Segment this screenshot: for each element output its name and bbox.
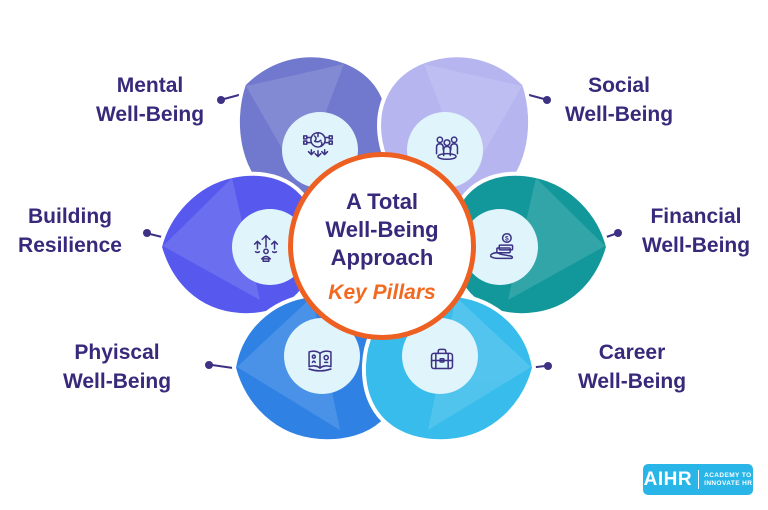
center-title-line1: A Total bbox=[345, 188, 419, 214]
connector-dot-physical bbox=[205, 361, 213, 369]
label-mental-wellbeing: Mental Well-Being bbox=[50, 71, 250, 129]
petal-highlight bbox=[424, 64, 522, 180]
growth-arrows-icon bbox=[253, 234, 279, 263]
label-career-wellbeing: Career Well-Being bbox=[532, 338, 732, 396]
label-line: Financial bbox=[650, 205, 742, 228]
center-title-line2: Well-Being bbox=[325, 216, 439, 242]
label-line: Phyiscal bbox=[74, 341, 160, 364]
connector-dot-resilience bbox=[143, 229, 151, 237]
label-line: Building bbox=[28, 205, 112, 228]
label-line: Well-Being bbox=[577, 370, 687, 393]
label-line: Mental bbox=[116, 74, 184, 97]
people-group-icon bbox=[435, 136, 459, 161]
brain-network-icon bbox=[302, 131, 334, 158]
aihr-logo: AIHR ACADEMY TO INNOVATE HR bbox=[643, 464, 753, 495]
logo-divider bbox=[698, 470, 700, 489]
label-physical-wellbeing: Phyiscal Well-Being bbox=[17, 338, 217, 396]
logo-tagline-line1: ACADEMY TO bbox=[704, 471, 752, 479]
label-line: Resilience bbox=[18, 234, 122, 257]
label-line: Well-Being bbox=[62, 370, 172, 393]
icon-circle-physical bbox=[284, 318, 360, 394]
center-title-line3: Approach bbox=[330, 244, 434, 270]
briefcase-icon bbox=[430, 348, 454, 370]
label-line: Well-Being bbox=[564, 103, 674, 126]
label-financial-wellbeing: Financial Well-Being bbox=[626, 202, 766, 260]
label-line: Career bbox=[598, 341, 666, 364]
connector-dots bbox=[143, 96, 622, 370]
aihr-logo-brand: AIHR bbox=[643, 469, 693, 490]
connector-dot-career bbox=[544, 362, 552, 370]
connector-dot-financial bbox=[614, 229, 622, 237]
label-social-wellbeing: Social Well-Being bbox=[519, 71, 719, 129]
petal-highlight bbox=[508, 178, 605, 300]
petal-highlight bbox=[163, 178, 260, 300]
center-circle: A Total Well-Being Approach Key Pillars bbox=[288, 152, 476, 340]
center-subtitle: Key Pillars bbox=[328, 280, 436, 304]
connector-dot-social bbox=[543, 96, 551, 104]
hand-money-icon: $ bbox=[489, 232, 514, 260]
label-line: Well-Being bbox=[95, 103, 205, 126]
logo-tagline-line2: INNOVATE HR bbox=[704, 479, 753, 487]
label-line: Well-Being bbox=[641, 234, 751, 257]
label-building-resilience: Building Resilience bbox=[0, 202, 140, 260]
health-book-icon bbox=[308, 350, 332, 372]
connector-dot-mental bbox=[217, 96, 225, 104]
aihr-logo-tagline: ACADEMY TO INNOVATE HR bbox=[704, 472, 752, 488]
label-line: Social bbox=[588, 74, 650, 97]
dollar-symbol: $ bbox=[505, 235, 509, 242]
icon-circle-career bbox=[402, 318, 478, 394]
